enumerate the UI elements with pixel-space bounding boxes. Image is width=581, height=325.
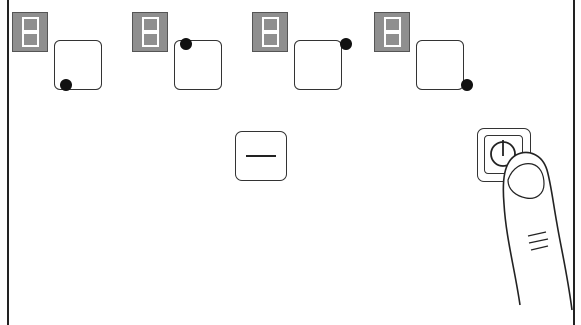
seven-segment-digit-icon [384, 17, 401, 47]
zone-3-position-dot [340, 38, 352, 50]
seven-segment-digit-icon [262, 17, 279, 47]
zone-3-selector-pad[interactable] [294, 40, 342, 90]
seven-segment-digit-icon [22, 17, 39, 47]
minus-icon [246, 155, 276, 157]
zone-3-display: 0 [252, 12, 288, 52]
zone-4-display: 0 [374, 12, 410, 52]
cooking-zone-1: 0 [12, 12, 122, 98]
panel-right-edge [573, 0, 575, 325]
zone-4-position-dot [461, 79, 473, 91]
cooking-zone-4: 0 [374, 12, 484, 98]
power-icon [490, 140, 516, 167]
zone-2-display: 0 [132, 12, 168, 52]
zone-4-selector-pad[interactable] [416, 40, 464, 90]
zone-1-display: 0 [12, 12, 48, 52]
panel-left-edge [7, 0, 9, 325]
cooking-zone-3: 0 [252, 12, 362, 98]
seven-segment-digit-icon [142, 17, 159, 47]
cooking-zone-2: 0 [132, 12, 242, 98]
minus-button[interactable] [235, 131, 287, 181]
zone-2-position-dot [180, 38, 192, 50]
zone-1-position-dot [60, 79, 72, 91]
finger-pointing-icon [502, 151, 573, 311]
